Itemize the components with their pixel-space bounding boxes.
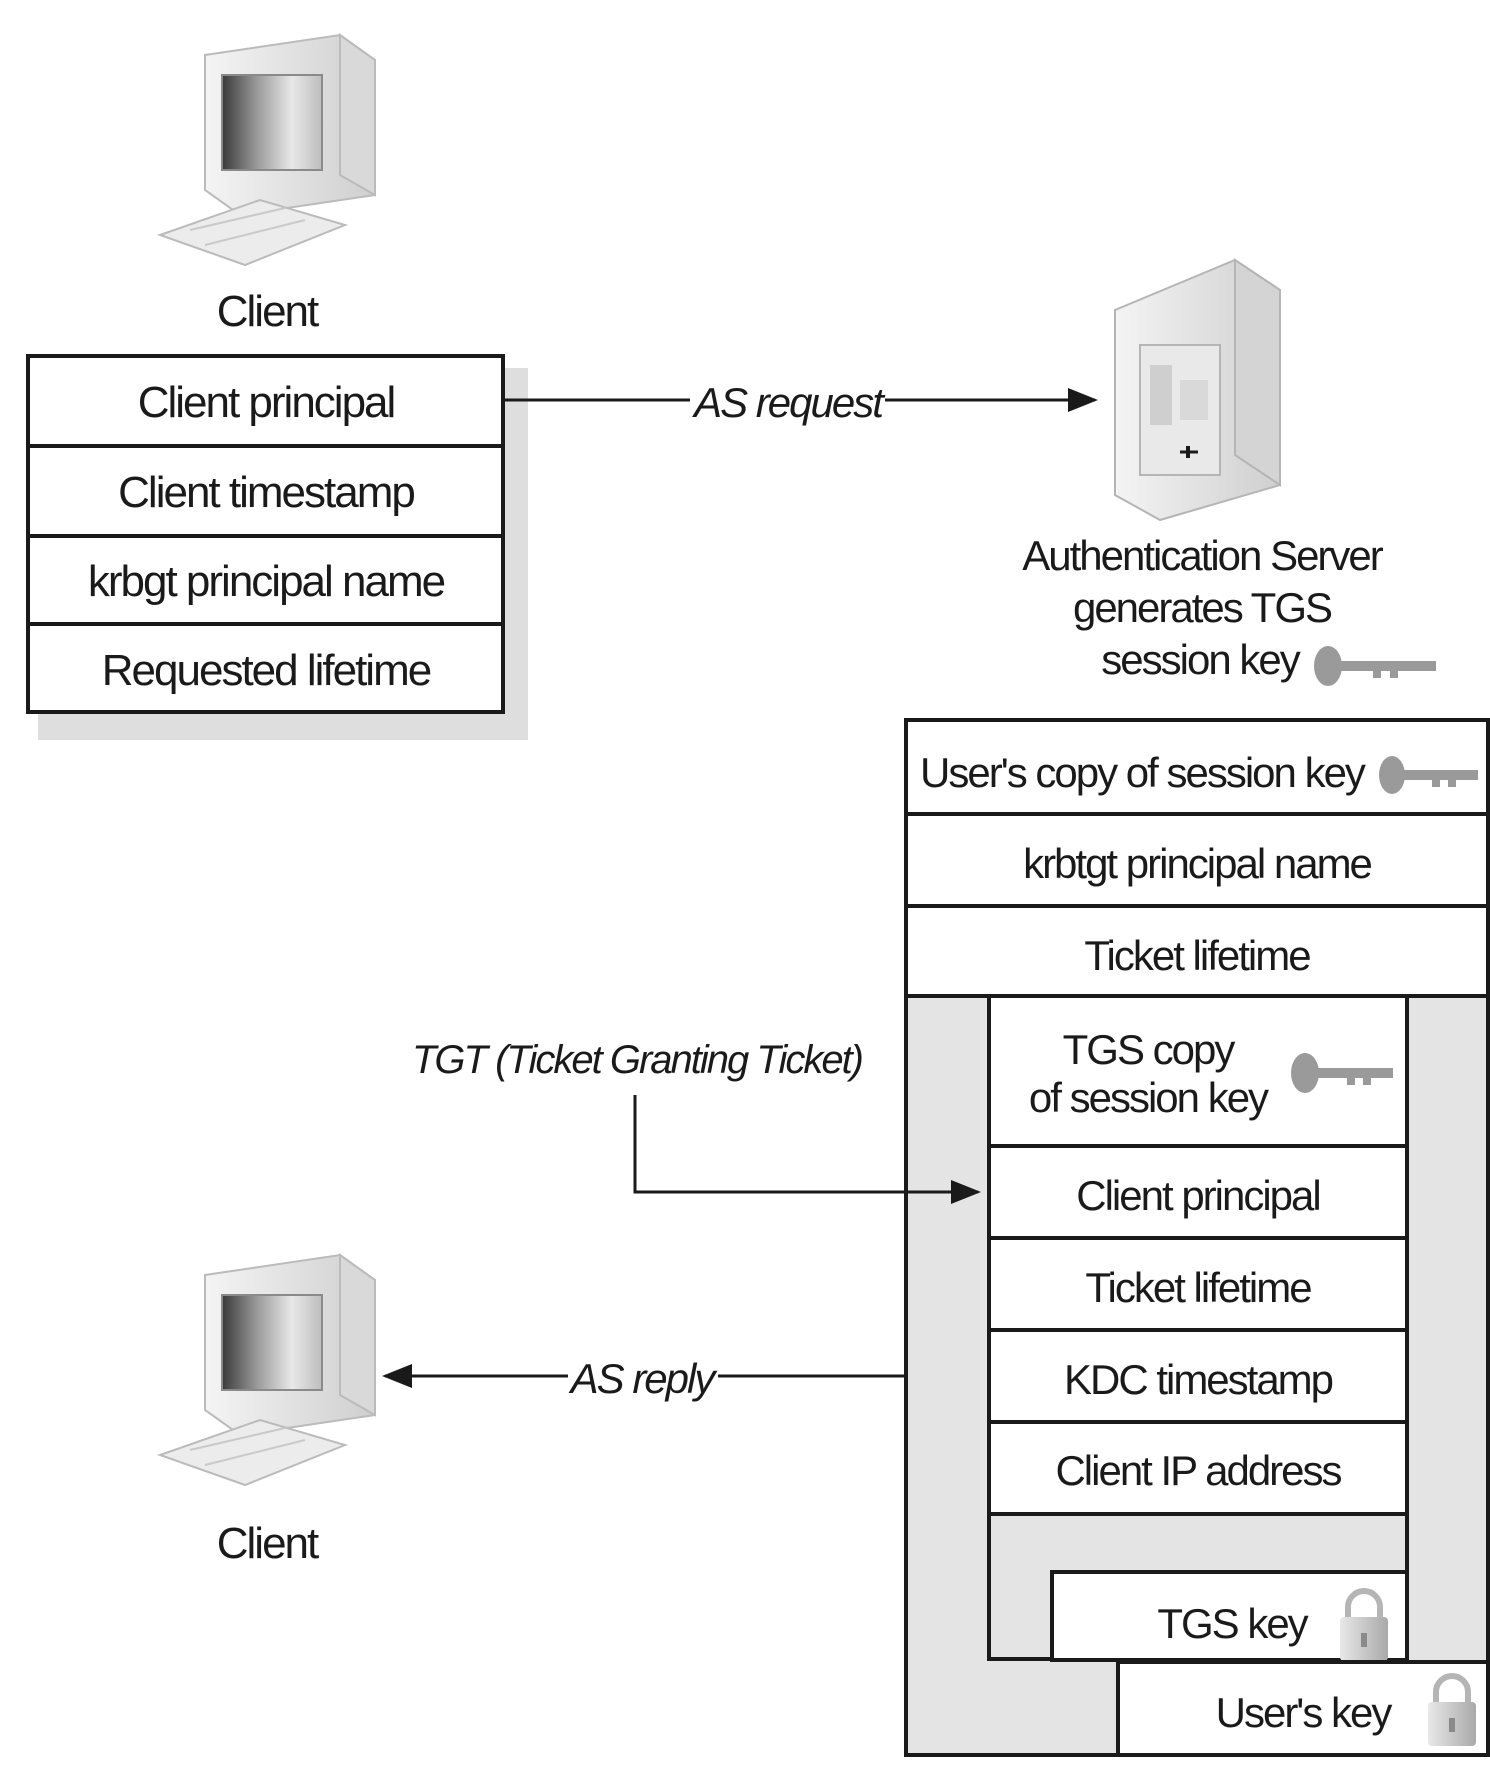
request-box bbox=[26, 354, 505, 714]
reply-field-krbtgt-principal-name: krbtgt principal name bbox=[1023, 840, 1371, 887]
tgs-key-label: TGS key bbox=[1157, 1600, 1308, 1647]
tgs-session-key-icon bbox=[1314, 646, 1436, 686]
reply-field-users-session-key: User's copy of session key bbox=[920, 749, 1366, 796]
request-field-krbgt-principal-name: krbgt principal name bbox=[88, 557, 445, 606]
client-bottom-computer-icon bbox=[156, 1253, 376, 1487]
tgt-box bbox=[987, 994, 1409, 1661]
users-key-box bbox=[1116, 1660, 1490, 1757]
authentication-server-icon bbox=[1114, 258, 1281, 522]
tgt-field-client-principal: Client principal bbox=[1076, 1172, 1319, 1219]
request-field-client-principal: Client principal bbox=[138, 378, 395, 427]
tgs-key-padlock-icon bbox=[1340, 1588, 1388, 1661]
as-reply-label: AS reply bbox=[568, 1355, 719, 1402]
client-top-label: Client bbox=[217, 287, 319, 336]
tgt-field-ticket-lifetime: Ticket lifetime bbox=[1085, 1264, 1311, 1311]
tgt-field-tgs-copy-line-2: of session key bbox=[1029, 1074, 1269, 1121]
as-request-label: AS request bbox=[691, 379, 886, 426]
request-field-client-timestamp: Client timestamp bbox=[118, 468, 414, 517]
tgt-field-tgs-copy-line-1: TGS copy bbox=[1063, 1026, 1236, 1073]
users-key-label: User's key bbox=[1216, 1689, 1393, 1736]
tgt-label: TGT (Ticket Granting Ticket) bbox=[412, 1038, 862, 1082]
users-session-key-icon bbox=[1379, 756, 1478, 794]
tgt-field-kdc-timestamp: KDC timestamp bbox=[1064, 1356, 1333, 1403]
users-key-padlock-icon bbox=[1428, 1673, 1476, 1746]
server-caption-line-2: generates TGS bbox=[1073, 584, 1332, 631]
tgt-pointer-arrow bbox=[633, 1095, 981, 1204]
server-caption-line-3: session key bbox=[1101, 636, 1300, 683]
server-caption-line-1: Authentication Server bbox=[1022, 532, 1384, 579]
tgt-field-client-ip-address: Client IP address bbox=[1055, 1447, 1341, 1494]
request-field-requested-lifetime: Requested lifetime bbox=[102, 646, 431, 695]
client-top-computer-icon bbox=[156, 33, 376, 267]
tgs-copy-session-key-icon bbox=[1291, 1053, 1393, 1093]
client-bottom-label: Client bbox=[217, 1519, 319, 1568]
reply-field-ticket-lifetime: Ticket lifetime bbox=[1084, 932, 1310, 979]
